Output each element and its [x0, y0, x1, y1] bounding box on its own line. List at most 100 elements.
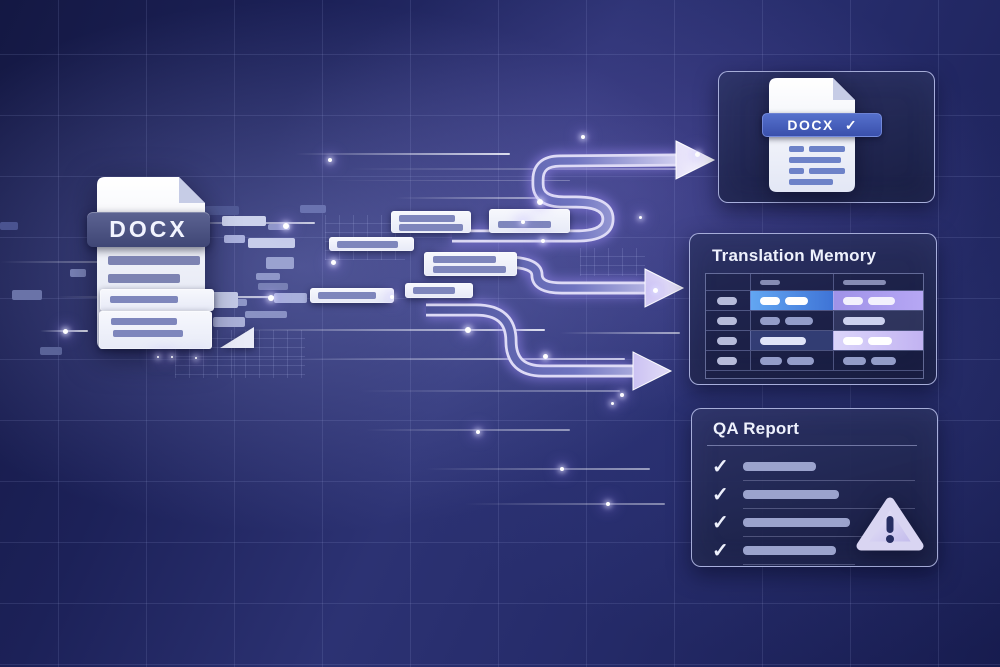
glow-dot	[638, 215, 642, 219]
data-pill	[787, 356, 814, 365]
text-line-bar	[413, 287, 455, 294]
row-key-pill	[717, 356, 737, 365]
table-cell	[706, 311, 750, 330]
table-cell	[833, 291, 923, 310]
document-fragment	[70, 269, 86, 277]
document-text-line-row	[789, 179, 833, 185]
panel-translation-memory: Translation Memory	[689, 233, 937, 385]
motion-streak	[365, 429, 570, 431]
translation-memory-title: Translation Memory	[712, 246, 877, 265]
panel-qa-report: QA Report ✓✓✓✓	[691, 408, 938, 567]
motion-streak	[295, 153, 510, 155]
table-cell	[750, 311, 833, 330]
row-key-pill	[717, 296, 737, 305]
motion-streak	[465, 503, 665, 505]
glow-dot	[328, 158, 332, 162]
glow-dot	[283, 223, 289, 229]
table-cell	[706, 351, 750, 370]
data-pill	[785, 316, 813, 325]
table-row	[706, 310, 923, 330]
header-pill	[760, 279, 780, 285]
glow-dot	[610, 401, 614, 405]
warning-icon	[856, 497, 924, 551]
glow-dot	[476, 430, 480, 434]
document-text-line-row	[789, 157, 841, 163]
document-fragment	[248, 238, 295, 248]
data-pill	[760, 336, 806, 345]
glow-dot	[330, 259, 336, 265]
document-fragment	[256, 273, 280, 280]
text-line-bar	[111, 318, 177, 325]
segment-card	[310, 288, 394, 303]
qa-item-bar	[743, 546, 836, 555]
segment-card	[329, 237, 414, 251]
paper-fold-fragment	[220, 327, 254, 348]
data-pill	[843, 336, 863, 345]
glow-dot	[521, 220, 525, 224]
segment-card	[405, 283, 473, 298]
check-icon: ✓	[712, 540, 729, 562]
qa-check-list: ✓✓✓✓	[692, 453, 937, 565]
segment-card	[489, 209, 570, 233]
table-header-row	[706, 274, 923, 290]
row-divider	[743, 536, 875, 537]
row-key-pill	[717, 336, 737, 345]
document-fragment	[224, 235, 245, 243]
text-line-bar	[433, 256, 496, 263]
document-fragment	[213, 317, 245, 327]
data-pill	[760, 316, 780, 325]
text-line-bar	[337, 241, 398, 248]
document-fragment	[245, 311, 287, 318]
segment-card	[424, 252, 517, 276]
docx-label-banner: DOCX	[87, 212, 210, 247]
document-fragment	[258, 283, 288, 290]
qa-check-row: ✓	[692, 537, 937, 564]
table-cell	[750, 351, 833, 370]
glow-dot	[694, 151, 700, 157]
table-cell	[706, 291, 750, 310]
motion-streak	[235, 329, 545, 331]
data-pill	[760, 356, 782, 365]
text-line-bar	[789, 146, 804, 152]
motion-streak	[330, 180, 570, 181]
table-cell	[833, 311, 923, 330]
glow-dot	[620, 393, 624, 397]
qa-item-bar	[743, 518, 850, 527]
document-text-line-row	[789, 168, 845, 174]
arrowhead-icon	[632, 351, 673, 391]
text-line-bar	[789, 179, 833, 185]
header-pill	[843, 279, 886, 285]
glow-dot	[156, 355, 160, 359]
docx-label: DOCX	[109, 216, 188, 242]
table-footer-row	[706, 370, 923, 382]
segment-card	[391, 211, 471, 233]
qa-check-row: ✓	[692, 481, 937, 508]
table-row	[706, 350, 923, 370]
text-line-bar	[809, 146, 845, 152]
qa-item-bar	[743, 490, 839, 499]
text-line-bar	[433, 266, 506, 273]
grid-highlight-patch	[580, 248, 645, 276]
document-fragment	[222, 216, 266, 226]
document-text-line	[108, 256, 200, 265]
document-fragment	[268, 224, 290, 230]
document-fragment	[205, 206, 239, 215]
row-divider	[743, 508, 915, 509]
title-divider	[707, 445, 917, 446]
text-line-bar	[789, 157, 841, 163]
table-cell	[706, 274, 750, 290]
table-row	[706, 330, 923, 350]
text-line-bar	[399, 215, 455, 222]
check-icon: ✓	[712, 456, 729, 478]
data-pill	[871, 356, 896, 365]
check-icon: ✓	[844, 116, 857, 133]
table-cell	[750, 331, 833, 350]
motion-streak	[425, 468, 650, 470]
arrow-to-output-docx	[452, 140, 716, 243]
table-cell	[833, 331, 923, 350]
glow-dot	[652, 287, 658, 293]
document-fragment	[40, 347, 62, 355]
